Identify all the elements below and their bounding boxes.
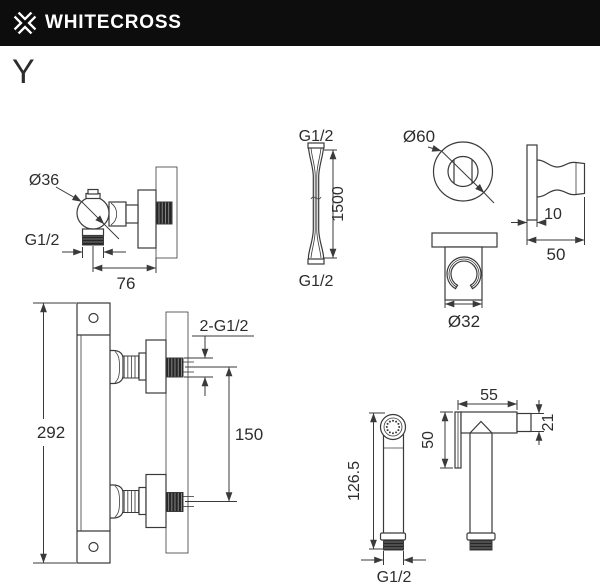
wall-hatch	[165, 311, 189, 554]
holder-side-drawing: 10 50	[511, 144, 586, 264]
whitecross-logo-icon	[13, 11, 37, 35]
holder-side-plate	[526, 144, 538, 221]
holder-front-drawing: Ø32	[431, 232, 498, 331]
technical-drawing-canvas: Y Ø36 G1/2 76 G1/2	[12, 53, 586, 583]
wall-plate	[137, 189, 157, 249]
bar-height-label: 292	[37, 423, 65, 442]
page-title: Y	[12, 53, 35, 91]
holder-side-body	[536, 159, 586, 198]
bar-threads-label: 2-G1/2	[200, 318, 249, 335]
mount-hole-top	[88, 312, 99, 324]
brand-name: WHITECROSS	[45, 12, 182, 33]
header-bar: WHITECROSS	[0, 0, 600, 46]
spray-nozzle-label: 21	[540, 414, 557, 432]
inlet-thread	[155, 201, 173, 225]
spray-thread	[383, 539, 404, 551]
valve-drawing: Ø36 G1/2 76	[25, 166, 178, 293]
hose-thread-bottom-label: G1/2	[299, 273, 334, 290]
hose-thread-top-label: G1/2	[299, 128, 334, 145]
handspray-front-drawing: 126.5 G1/2	[346, 412, 426, 583]
spray-nozzle-dots	[385, 419, 401, 435]
outlet-thread	[82, 235, 104, 246]
wall-thread-bottom	[165, 492, 184, 512]
shower-bar-drawing: 292 2-G1/2 150	[33, 302, 263, 564]
holder-depth-label: 50	[547, 245, 566, 264]
hose-break-mark	[310, 196, 322, 200]
outlet-neck	[81, 228, 105, 237]
bar-body	[76, 302, 111, 564]
bar-spacing-label: 150	[235, 425, 263, 444]
holder-thickness-label: 10	[544, 206, 562, 223]
spray-face-label: 50	[420, 431, 437, 449]
mount-hole-bottom	[88, 541, 99, 553]
spray-head-length-label: 55	[480, 387, 498, 404]
wall-thread-top	[165, 357, 184, 378]
holder-width-label: Ø32	[448, 312, 480, 331]
valve-width-label: 76	[117, 274, 136, 293]
escutcheon-inner	[447, 155, 479, 188]
escutcheon-drawing: Ø60	[403, 127, 495, 204]
hose-body	[307, 147, 314, 259]
spray-length-label: 126.5	[346, 461, 363, 501]
spray-nozzle-cap	[516, 412, 532, 433]
valve-diameter-label: Ø36	[29, 172, 59, 189]
holder-plate	[431, 232, 498, 248]
handspray-side-drawing: 55 21 50	[420, 387, 557, 551]
hose-length-label: 1500	[330, 186, 347, 222]
spray-thread-label: G1/2	[377, 569, 412, 583]
holder-hook	[446, 256, 482, 290]
valve-thread-label: G1/2	[25, 232, 60, 249]
escutcheon-diameter-label: Ø60	[403, 127, 435, 146]
hose-drawing: G1/2 1500 G1/2	[299, 128, 347, 290]
